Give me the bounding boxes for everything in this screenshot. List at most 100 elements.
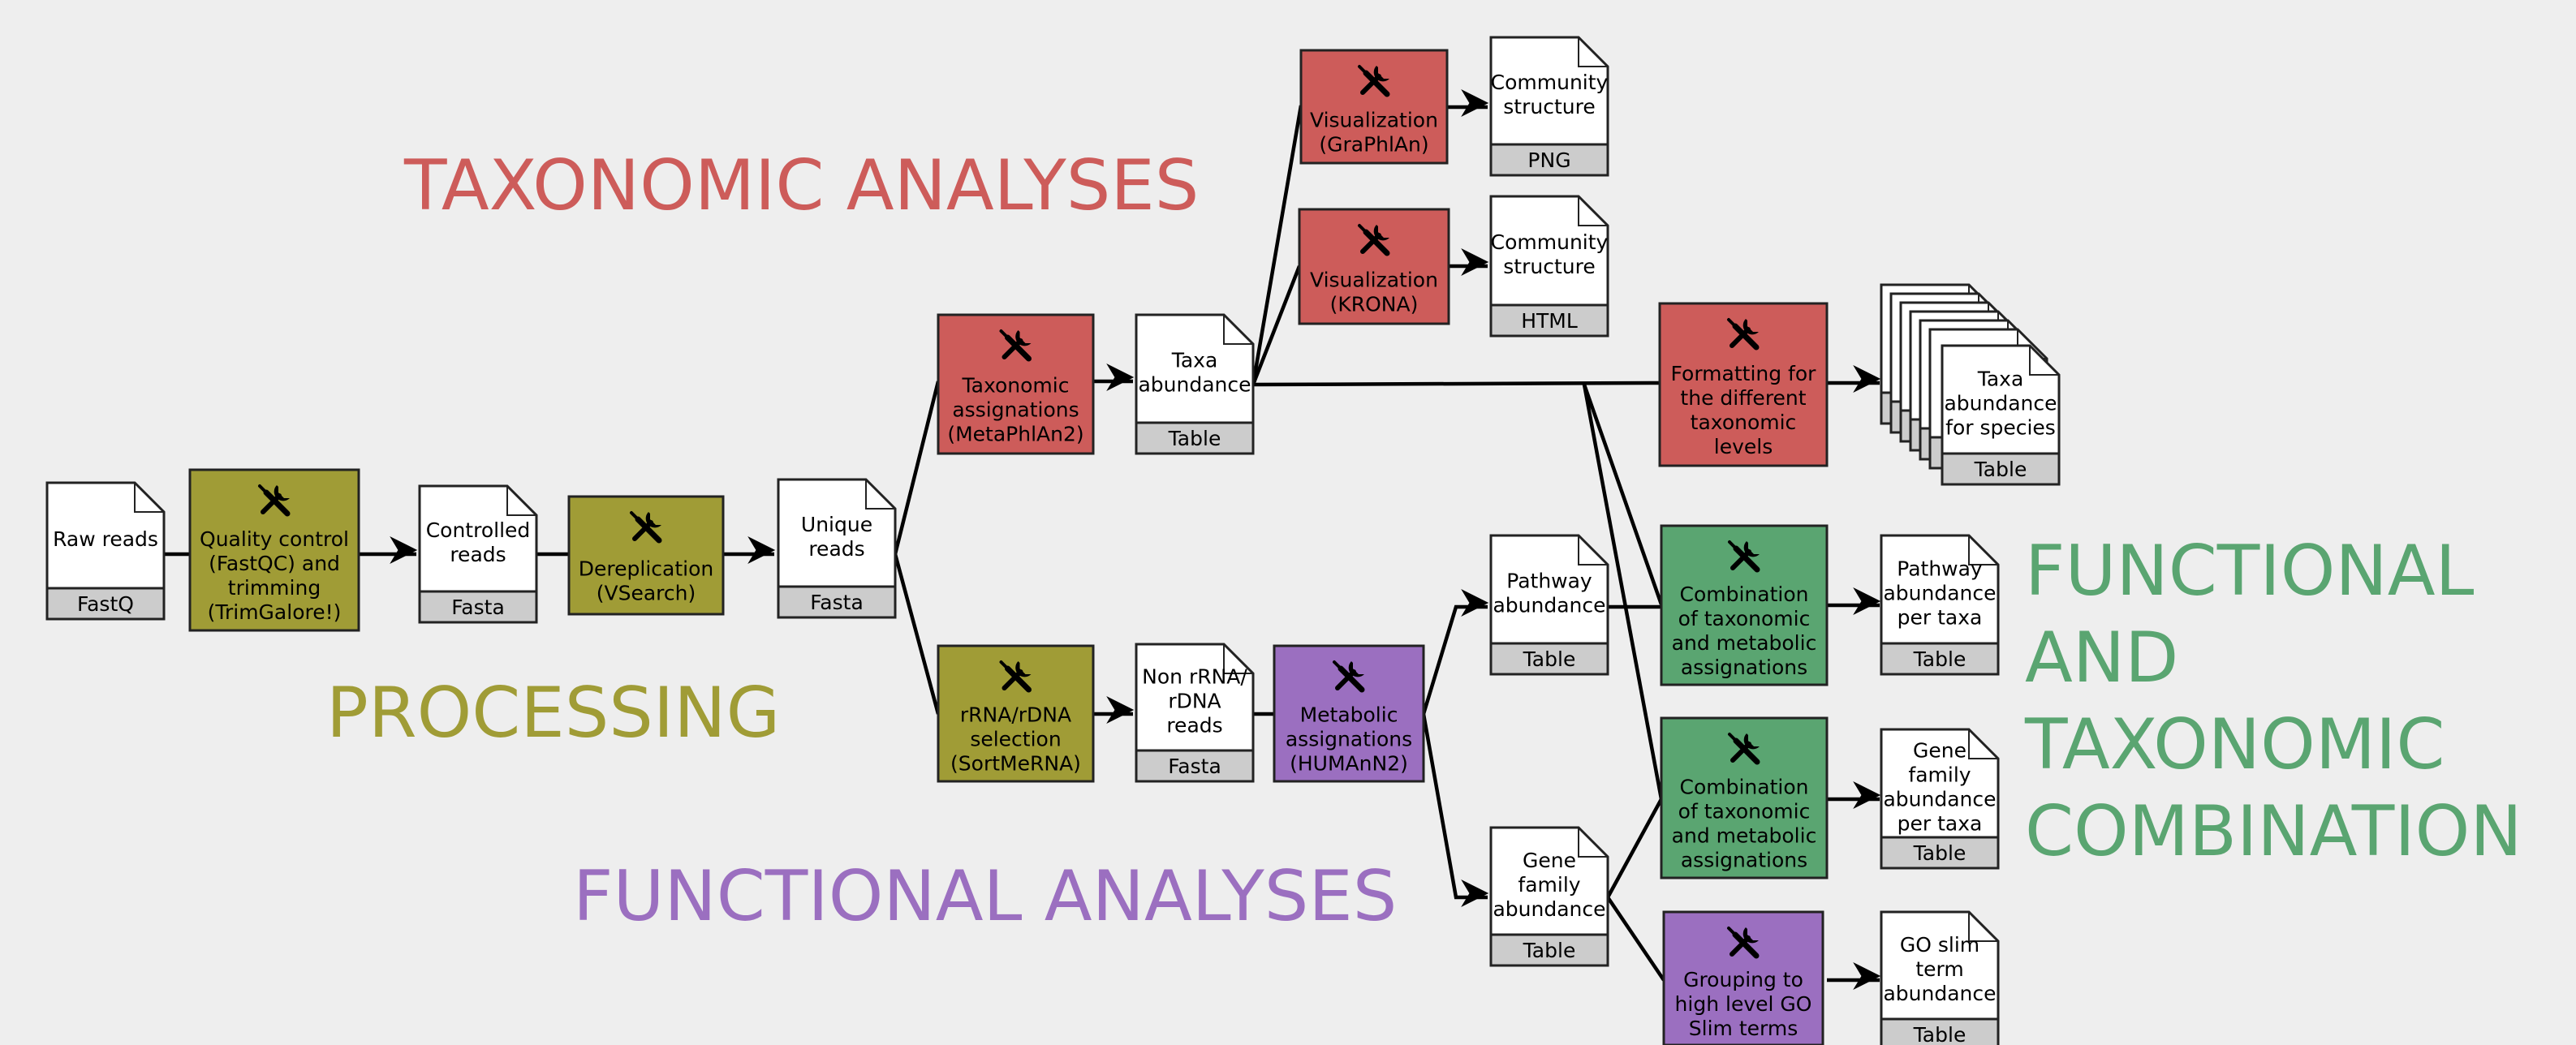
file-label: Taxa <box>1171 349 1218 372</box>
tool-label: and metabolic <box>1672 631 1817 655</box>
tools-icon <box>1727 318 1760 350</box>
file-label: for species <box>1945 416 2056 440</box>
tool-label: the different <box>1680 386 1806 410</box>
tool-visualization-graphlan[interactable]: Visualization(GraPhlAn) <box>1299 49 1449 165</box>
file-label: structure <box>1503 95 1595 118</box>
edge-unique-to-rrna <box>893 553 941 715</box>
file-label: Gene <box>1913 739 1966 763</box>
tool-quality-control[interactable]: Quality control(FastQC) andtrimming(Trim… <box>188 468 360 632</box>
tool-visualization-krona[interactable]: Visualization(KRONA) <box>1298 208 1450 325</box>
section-title-combination-line: COMBINATION <box>2025 791 2522 872</box>
file-fold <box>134 483 164 513</box>
file-format-tag <box>777 585 897 619</box>
file-fold <box>1578 828 1608 858</box>
edge-taxa-to-combination1 <box>1582 384 1664 605</box>
file-label: reads <box>1166 714 1222 738</box>
tool-label: taxonomic <box>1691 411 1797 434</box>
tool-label: (TrimGalore!) <box>208 600 342 624</box>
tool-label: Grouping to <box>1683 968 1803 991</box>
file-label: abundance <box>1493 594 1605 617</box>
file-format-label: Table <box>1523 647 1576 671</box>
tools-icon <box>630 511 662 544</box>
workflow-nodes: Quality control(FastQC) andtrimming(Trim… <box>45 36 2061 1045</box>
tool-label: high level GO <box>1675 992 1812 1016</box>
edge-metabolic-to-genefamily <box>1421 713 1489 908</box>
edge-taxa-to-combination2 <box>1582 384 1664 800</box>
file-label: Community <box>1491 230 1609 254</box>
file-format-tag <box>1489 642 1609 676</box>
file-format-label: Fasta <box>451 596 505 619</box>
edge-genefamily-to-combination2 <box>1606 798 1663 899</box>
file-format-tag <box>1135 749 1255 783</box>
file-label: family <box>1908 763 1971 787</box>
file-format-label: Fasta <box>810 591 864 614</box>
file-label: per taxa <box>1898 812 1983 836</box>
tool-label: Dereplication <box>579 557 713 581</box>
file-format-label: Table <box>1974 458 2027 481</box>
tools-icon <box>1333 660 1365 693</box>
file-fold <box>506 486 536 516</box>
file-format-tag <box>1489 933 1609 967</box>
tool-label: (FastQC) and <box>209 552 340 575</box>
file-label: abundance <box>1883 982 1996 1005</box>
tool-dereplication[interactable]: Dereplication(VSearch) <box>567 495 725 616</box>
file-fold <box>1578 535 1608 566</box>
tool-label: levels <box>1714 435 1773 458</box>
section-title-combination: FUNCTIONAL AND TAXONOMIC COMBINATION <box>2024 531 2522 872</box>
tool-label: assignations <box>1681 656 1807 679</box>
file-format-label: Table <box>1168 427 1221 450</box>
file-label: Community <box>1491 71 1609 94</box>
tool-label: assignations <box>1681 849 1807 872</box>
tool-label: Metabolic <box>1300 703 1398 727</box>
file-label: term <box>1915 957 1963 981</box>
file-format-tag <box>1880 1017 2000 1045</box>
edge-taxa-to-graphlan <box>1251 105 1303 385</box>
file-label: abundance <box>1493 897 1605 921</box>
file-format-tag <box>418 590 538 624</box>
tool-label: assignations <box>952 398 1079 422</box>
file-label: rDNA <box>1168 690 1221 713</box>
tool-box <box>1299 49 1449 165</box>
file-format-tag <box>45 587 166 621</box>
tool-box <box>1660 524 1829 686</box>
edge-taxa-to-krona <box>1251 265 1302 385</box>
file-format-tag <box>1941 452 2061 486</box>
file-format-tag <box>1135 421 1255 455</box>
section-title-taxonomic: TAXONOMIC ANALYSES <box>403 145 1199 226</box>
file-fold <box>865 479 895 510</box>
file-label: abundance <box>1883 582 1996 605</box>
tool-label: of taxonomic <box>1678 800 1811 824</box>
tool-label: Slim terms <box>1689 1017 1798 1040</box>
tools-icon <box>1728 733 1760 765</box>
tool-label: of taxonomic <box>1678 607 1811 630</box>
file-label: Taxa <box>1977 368 2024 391</box>
file-label: reads <box>808 537 864 561</box>
tool-label: Visualization <box>1310 109 1438 132</box>
file-label: Raw reads <box>53 527 158 551</box>
file-format-label: HTML <box>1521 309 1578 333</box>
tools-icon <box>1727 927 1760 959</box>
file-fold <box>1968 912 1998 942</box>
file-fold <box>1578 37 1608 67</box>
file-format-tag <box>1489 303 1609 338</box>
